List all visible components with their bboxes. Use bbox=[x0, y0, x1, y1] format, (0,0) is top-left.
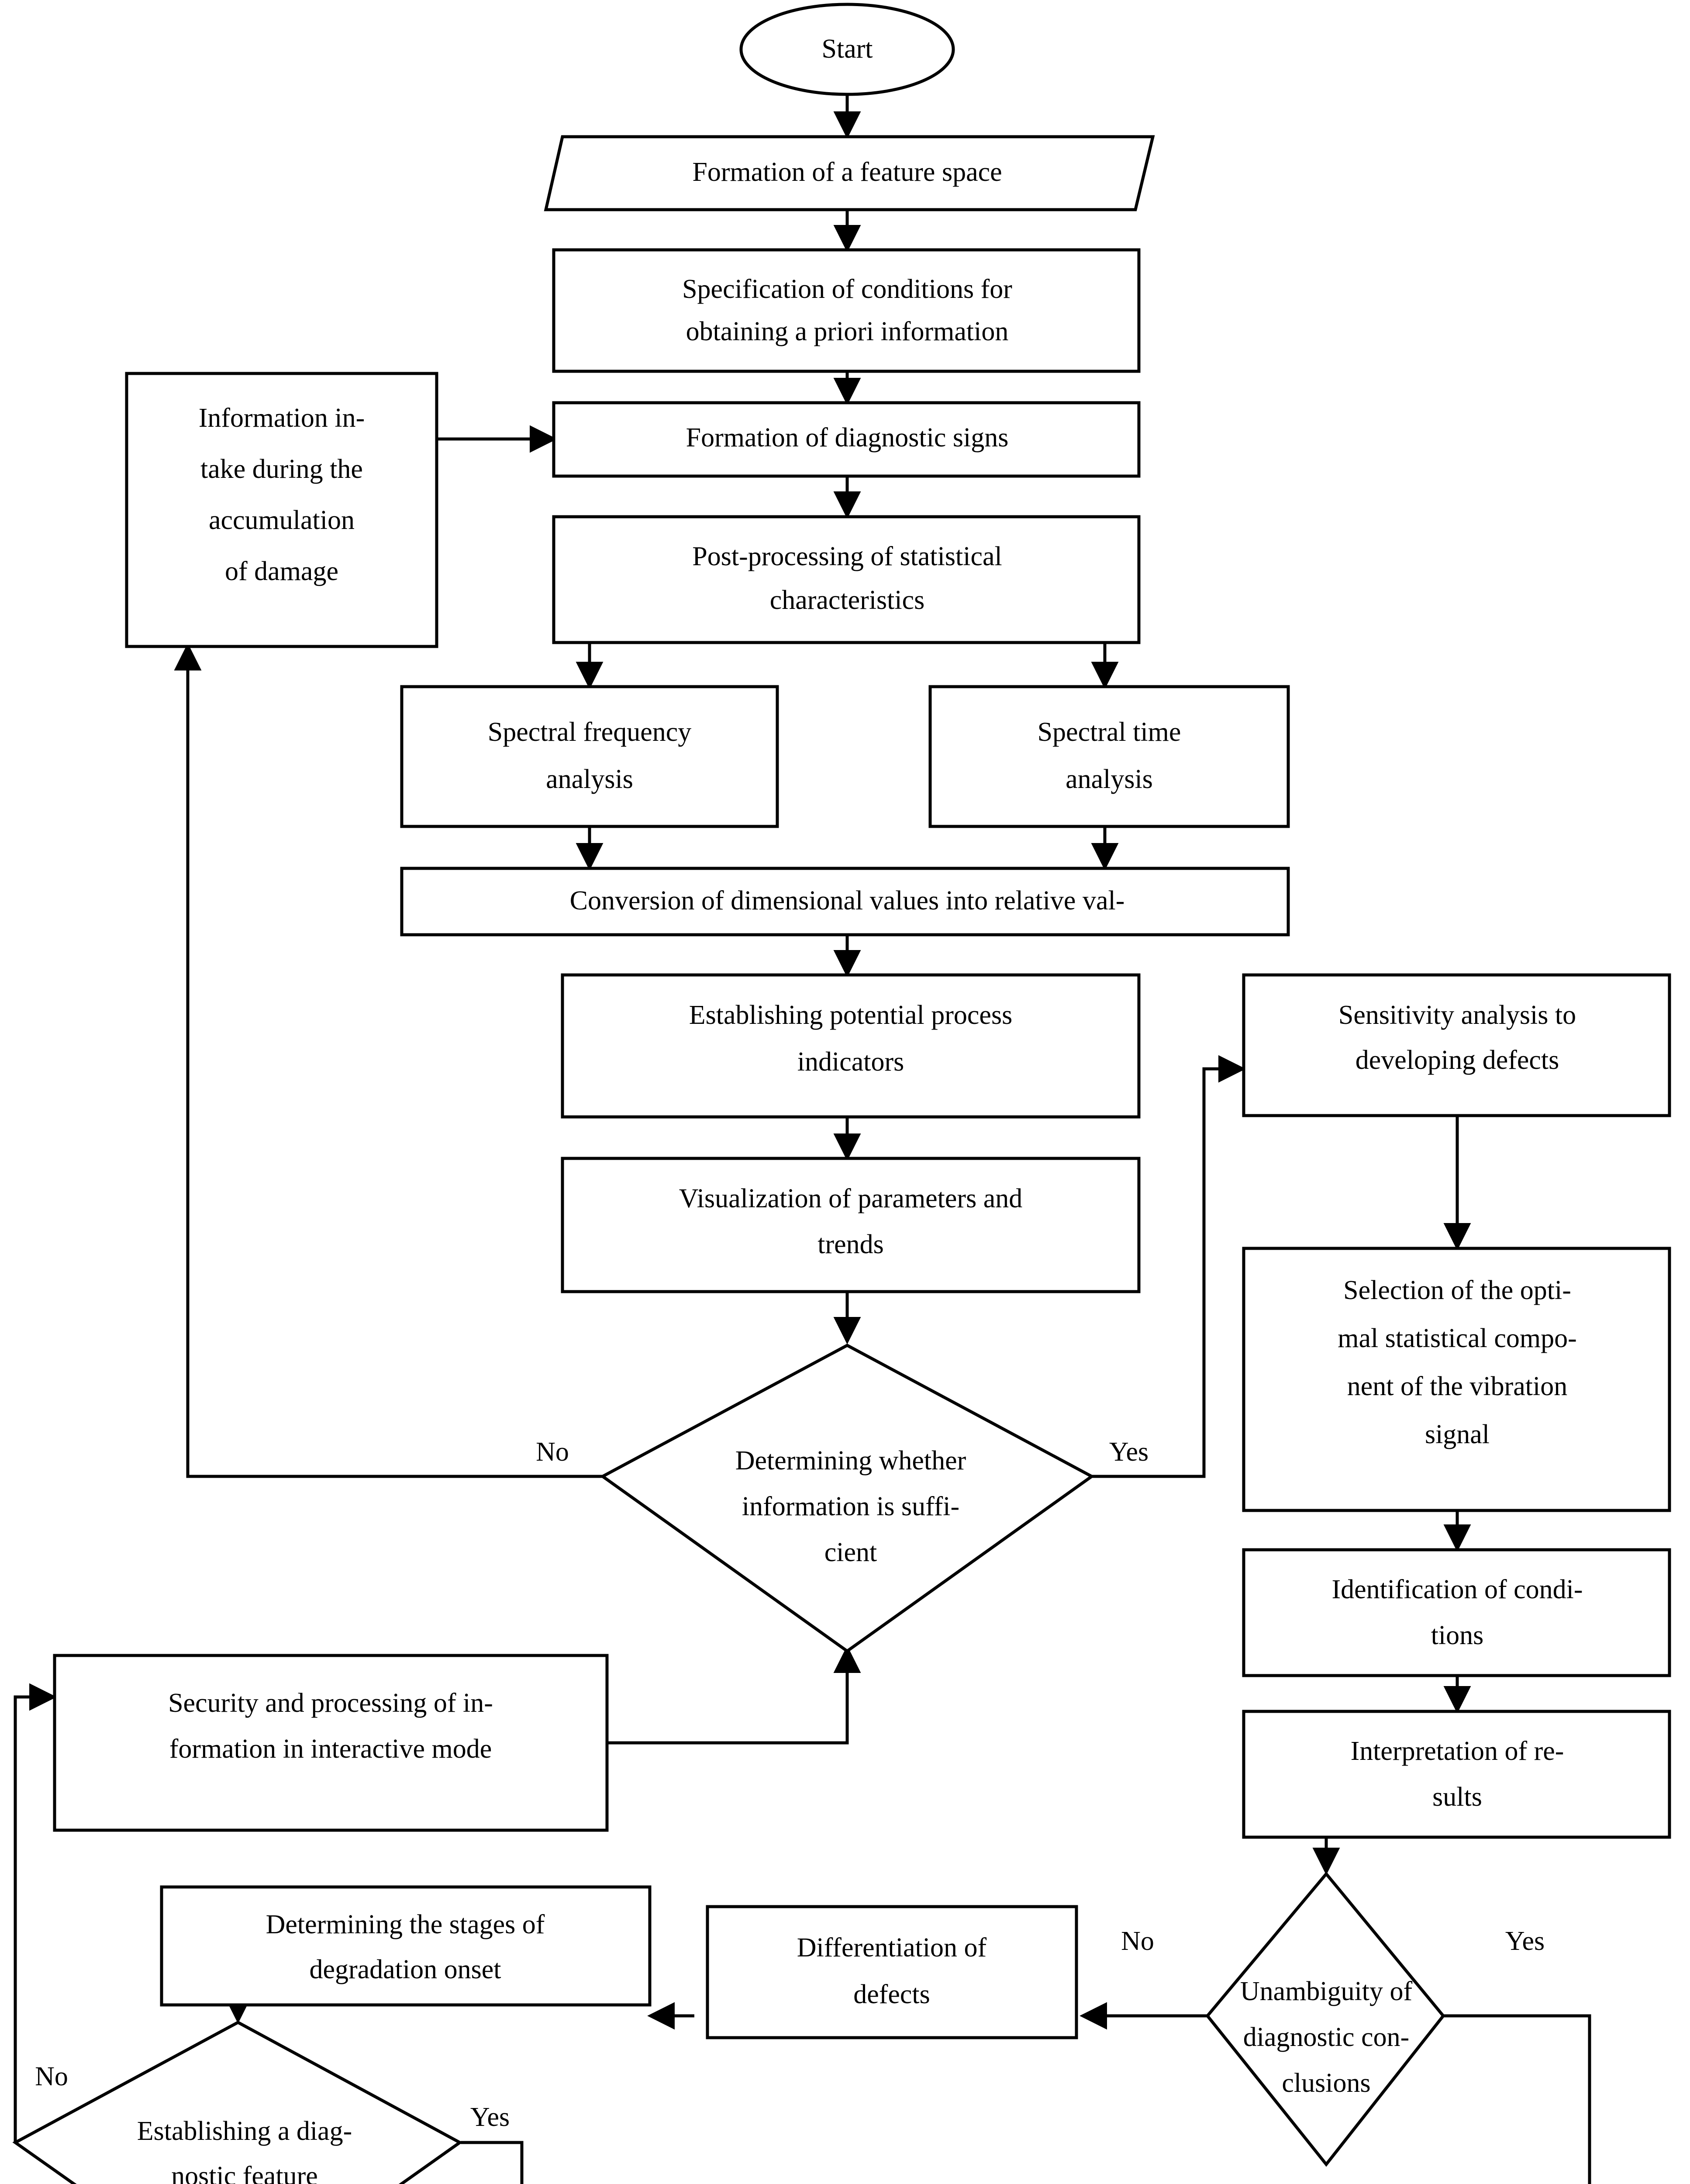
node-info-intake-line1: Information in- bbox=[199, 403, 365, 433]
node-sensitivity-line1: Sensitivity analysis to bbox=[1338, 1000, 1576, 1030]
node-sensitivity[interactable]: Sensitivity analysis to developing defec… bbox=[1242, 973, 1671, 1117]
edge-label-info-sufficient-no: No bbox=[536, 1437, 569, 1467]
node-info-intake-line4: of damage bbox=[225, 556, 338, 586]
node-security-processing[interactable]: Security and processing of in- formation… bbox=[53, 1654, 609, 1832]
edge-unambiguity-yes-to-end-right bbox=[1444, 2014, 1591, 2184]
edge-label-diagnostic-feature-no: No bbox=[35, 2062, 68, 2091]
node-diagnostic-feature-line1: Establishing a diag- bbox=[137, 2116, 352, 2146]
node-post-processing[interactable]: Post-processing of statistical character… bbox=[552, 515, 1141, 644]
node-spectral-frequency[interactable]: Spectral frequency analysis bbox=[400, 685, 779, 828]
node-info-sufficient-line1: Determining whether bbox=[735, 1446, 966, 1476]
node-differentiation-line2: defects bbox=[853, 1980, 930, 2009]
node-sensitivity-line2: developing defects bbox=[1355, 1045, 1559, 1075]
node-specification[interactable]: Specification of conditions for obtainin… bbox=[552, 248, 1141, 373]
node-conversion[interactable]: Conversion of dimensional values into re… bbox=[400, 867, 1290, 936]
node-optimal-component-line3: nent of the vibration bbox=[1347, 1372, 1567, 1401]
node-feature-space-label: Formation of a feature space bbox=[692, 157, 1002, 187]
node-spectral-time-line1: Spectral time bbox=[1038, 717, 1181, 747]
edge-diagnostic-feature-yes-to-end-left bbox=[461, 2141, 524, 2184]
node-unambiguity-line3: clusions bbox=[1282, 2068, 1370, 2098]
edge-label-unambiguity-yes: Yes bbox=[1505, 1926, 1545, 1956]
node-visualization-line2: trends bbox=[817, 1230, 884, 1259]
node-visualization[interactable]: Visualization of parameters and trends bbox=[561, 1157, 1141, 1293]
node-spectral-time[interactable]: Spectral time analysis bbox=[928, 685, 1290, 828]
edge-security-processing-to-info-sufficient bbox=[607, 1645, 861, 1745]
node-differentiation-line1: Differentiation of bbox=[797, 1933, 987, 1963]
node-diagnostic-signs-label: Formation of diagnostic signs bbox=[686, 423, 1009, 453]
node-optimal-component-line2: mal statistical compo- bbox=[1338, 1324, 1577, 1353]
node-conversion-label: Conversion of dimensional values into re… bbox=[570, 886, 1125, 916]
node-spectral-frequency-line2: analysis bbox=[546, 764, 633, 794]
node-info-sufficient-line3: cient bbox=[824, 1538, 877, 1567]
node-unambiguity[interactable]: Unambiguity of diagnostic con- clusions bbox=[1205, 1871, 1445, 2167]
node-info-sufficient-line2: information is suffi- bbox=[742, 1492, 959, 1521]
node-info-sufficient[interactable]: Determining whether information is suffi… bbox=[600, 1344, 1095, 1653]
node-interpretation-line1: Interpretation of re- bbox=[1351, 1736, 1564, 1766]
node-info-intake-line3: accumulation bbox=[209, 505, 355, 535]
node-spectral-time-line2: analysis bbox=[1066, 764, 1153, 794]
node-optimal-component-line1: Selection of the opti- bbox=[1343, 1275, 1571, 1305]
edge-label-diagnostic-feature-yes: Yes bbox=[470, 2102, 510, 2132]
node-visualization-line1: Visualization of parameters and bbox=[679, 1184, 1022, 1213]
node-interpretation-line2: sults bbox=[1432, 1782, 1482, 1812]
node-spectral-frequency-line1: Spectral frequency bbox=[488, 717, 691, 747]
node-start[interactable]: Start bbox=[739, 3, 955, 96]
node-info-intake-line2: take during the bbox=[200, 454, 363, 484]
node-post-processing-line2: characteristics bbox=[770, 585, 925, 615]
node-unambiguity-line2: diagnostic con- bbox=[1243, 2022, 1410, 2052]
node-interpretation[interactable]: Interpretation of re- sults bbox=[1242, 1710, 1671, 1839]
node-identification-line1: Identification of condi- bbox=[1331, 1575, 1583, 1604]
node-potential-indicators-line2: indicators bbox=[797, 1047, 904, 1077]
node-identification-line2: tions bbox=[1431, 1621, 1484, 1650]
node-degradation-stages-line2: degradation onset bbox=[309, 1955, 501, 1984]
node-potential-indicators[interactable]: Establishing potential process indicator… bbox=[561, 973, 1141, 1119]
node-unambiguity-line1: Unambiguity of bbox=[1240, 1977, 1413, 2006]
node-post-processing-line1: Post-processing of statistical bbox=[692, 542, 1002, 571]
node-start-label: Start bbox=[821, 34, 873, 64]
edge-diagnostic-feature-no-to-security-processing bbox=[14, 1683, 57, 2143]
edge-potential-indicators-to-visualization bbox=[847, 1114, 1103, 1158]
node-specification-line2: obtaining a priori information bbox=[686, 317, 1009, 346]
node-diagnostic-signs[interactable]: Formation of diagnostic signs bbox=[552, 401, 1141, 478]
node-info-intake[interactable]: Information in- take during the accumula… bbox=[125, 372, 438, 648]
node-potential-indicators-line1: Establishing potential process bbox=[689, 1000, 1012, 1030]
node-degradation-stages-line1: Determining the stages of bbox=[266, 1910, 545, 1939]
node-differentiation[interactable]: Differentiation of defects bbox=[706, 1905, 1078, 2039]
edge-info-sufficient-no-to-info-intake bbox=[174, 643, 605, 1478]
edge-label-unambiguity-no: No bbox=[1121, 1926, 1154, 1956]
node-optimal-component-line4: signal bbox=[1425, 1420, 1490, 1449]
node-diagnostic-feature[interactable]: Establishing a diag- nostic feature bbox=[12, 2021, 463, 2184]
node-specification-line1: Specification of conditions for bbox=[682, 274, 1012, 304]
node-degradation-stages[interactable]: Determining the stages of degradation on… bbox=[160, 1885, 652, 2007]
node-identification[interactable]: Identification of condi- tions bbox=[1242, 1548, 1671, 1677]
node-security-processing-line2: formation in interactive mode bbox=[169, 1734, 492, 1764]
node-optimal-component[interactable]: Selection of the opti- mal statistical c… bbox=[1242, 1247, 1671, 1512]
node-feature-space[interactable]: Formation of a feature space bbox=[544, 135, 1155, 211]
edge-info-sufficient-yes-to-sensitivity bbox=[1090, 1055, 1246, 1478]
node-diagnostic-feature-line2: nostic feature bbox=[171, 2161, 318, 2184]
edge-label-info-sufficient-yes: Yes bbox=[1109, 1437, 1149, 1467]
node-security-processing-line1: Security and processing of in- bbox=[168, 1688, 493, 1718]
